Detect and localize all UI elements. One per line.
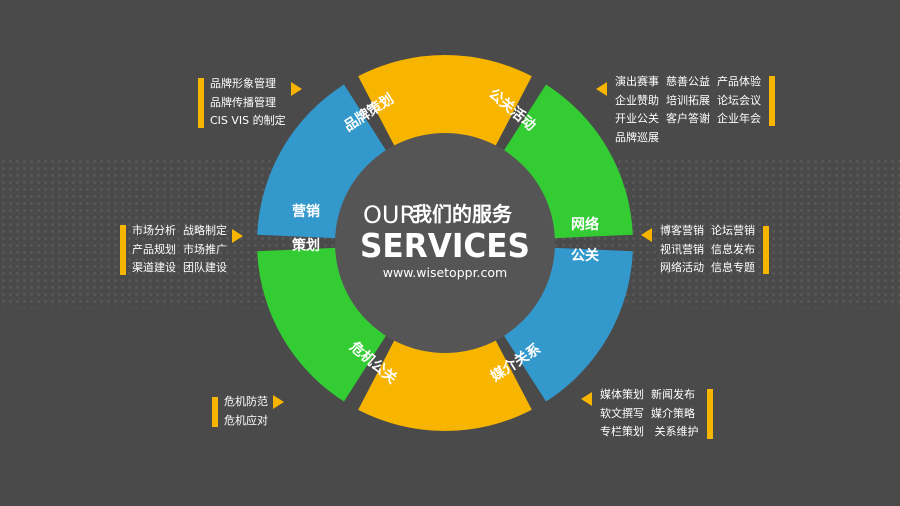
brand-info-text: 品牌形象管理 品牌传播管理 CIS VIS 的制定	[210, 77, 286, 127]
media-pointer-arrow	[581, 392, 592, 406]
pr-info-block: 演出赛事 慈善公益 产品体验 企业赞助 培训拓展 论坛会议 开业公关 客户答谢 …	[596, 73, 775, 147]
brand-pointer-arrow	[290, 82, 302, 96]
center-url: www.wisetoppr.com	[383, 265, 507, 280]
network-segment-label-line2: 公关	[571, 247, 599, 264]
network-pointer-arrow	[641, 228, 652, 242]
brand-info-block: 品牌形象管理 品牌传播管理 CIS VIS 的制定	[198, 75, 302, 131]
media-info-text: 媒体策划 新闻发布 软文撰写 媒介策略 专栏策划 关系维护	[600, 388, 699, 438]
marketing-segment-label-line1: 营销	[292, 203, 320, 220]
network-info-text: 博客营销 论坛营销 视讯营销 信息发布 网络活动 信息专题	[660, 224, 755, 274]
center-title-cn: 我们的服务	[412, 202, 513, 226]
crisis-info-text: 危机防范 危机应对	[224, 395, 268, 427]
pr-segment	[358, 55, 532, 171]
pr-info-text: 演出赛事 慈善公益 产品体验 企业赞助 培训拓展 论坛会议 开业公关 客户答谢 …	[615, 75, 761, 144]
crisis-pointer-arrow	[273, 395, 284, 409]
brand-info-bar	[198, 77, 204, 128]
network-info-block: 博客营销 论坛营销 视讯营销 信息发布 网络活动 信息专题	[641, 222, 769, 278]
center-circle	[335, 133, 555, 353]
marketing-pointer-arrow	[232, 229, 243, 243]
marketing-info-bar	[120, 224, 126, 275]
marketing-info-text: 市场分析 战略制定 产品规划 市场推广 渠道建设 团队建设	[132, 224, 227, 274]
network-segment-label-line1: 网络	[571, 216, 599, 233]
media-info-bar	[706, 388, 713, 439]
marketing-segment-label-line2: 策划	[291, 237, 320, 254]
pr-pointer-arrow	[596, 82, 607, 96]
media-info-block: 媒体策划 新闻发布 软文撰写 媒介策略 专栏策划 关系维护	[581, 386, 713, 442]
crisis-info-bar	[212, 396, 218, 427]
center-title-en: OUR	[363, 201, 416, 229]
center-services-title: SERVICES	[360, 226, 530, 265]
crisis-segment	[358, 315, 532, 431]
network-info-bar	[763, 225, 769, 274]
marketing-info-block: 市场分析 战略制定 产品规划 市场推广 渠道建设 团队建设	[120, 222, 243, 278]
pr-info-bar	[769, 76, 775, 126]
crisis-info-block: 危机防范 危机应对	[212, 393, 284, 430]
